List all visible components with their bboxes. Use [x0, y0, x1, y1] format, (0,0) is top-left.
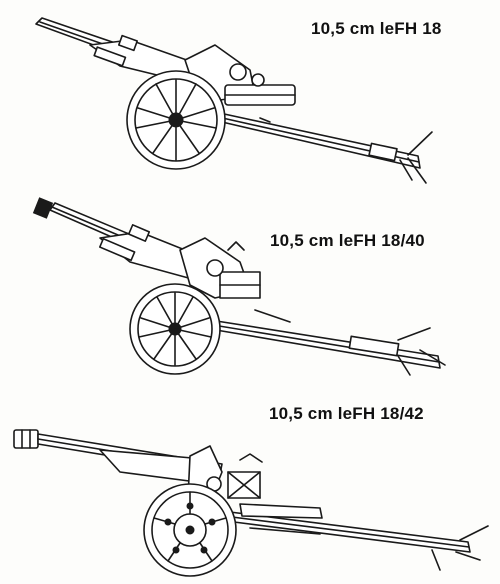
lefh18-trail: [214, 111, 433, 184]
lefh18-wheel: [126, 70, 226, 170]
lefh18-42-wheel: [143, 483, 237, 577]
lefh18-42-trail: [229, 503, 489, 571]
gun-label-lefh18-40: 10,5 cm leFH 18/40: [270, 231, 425, 250]
lefh18-42-drawing: [13, 429, 489, 577]
gun-label-lefh18-42: 10,5 cm leFH 18/42: [269, 404, 424, 423]
gun-label-lefh18: 10,5 cm leFH 18: [311, 19, 442, 38]
lefh18-drawing: [35, 17, 433, 184]
lefh18-40-trail: [209, 309, 446, 376]
lefh18-40-drawing: [32, 197, 446, 376]
lefh18-40-wheel: [129, 283, 221, 375]
lefh18-40-cradle: [179, 237, 261, 299]
